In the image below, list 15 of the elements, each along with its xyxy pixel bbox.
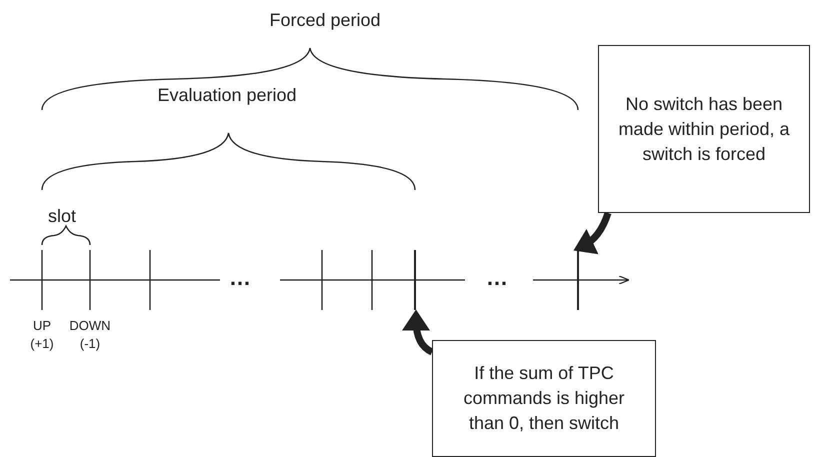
- signal-label: DOWN: [69, 318, 111, 333]
- callout-box: If the sum of TPC commands is higher than 0, then switch: [432, 340, 656, 457]
- curved-arrow: [402, 310, 434, 356]
- tick-mark: [577, 250, 579, 310]
- signal-label: (-1): [80, 336, 100, 351]
- ellipsis: …: [486, 265, 508, 291]
- signal-label: UP: [32, 318, 52, 333]
- callout-box: No switch has been made within period, a switch is forced: [598, 45, 810, 213]
- slot-label: slot: [48, 206, 76, 227]
- period-label: Forced period: [269, 10, 381, 31]
- curved-arrow: [574, 212, 612, 254]
- ellipsis: …: [229, 265, 251, 291]
- tick-mark: [414, 250, 416, 310]
- period-label: Evaluation period: [157, 85, 297, 106]
- signal-label: (+1): [30, 336, 54, 351]
